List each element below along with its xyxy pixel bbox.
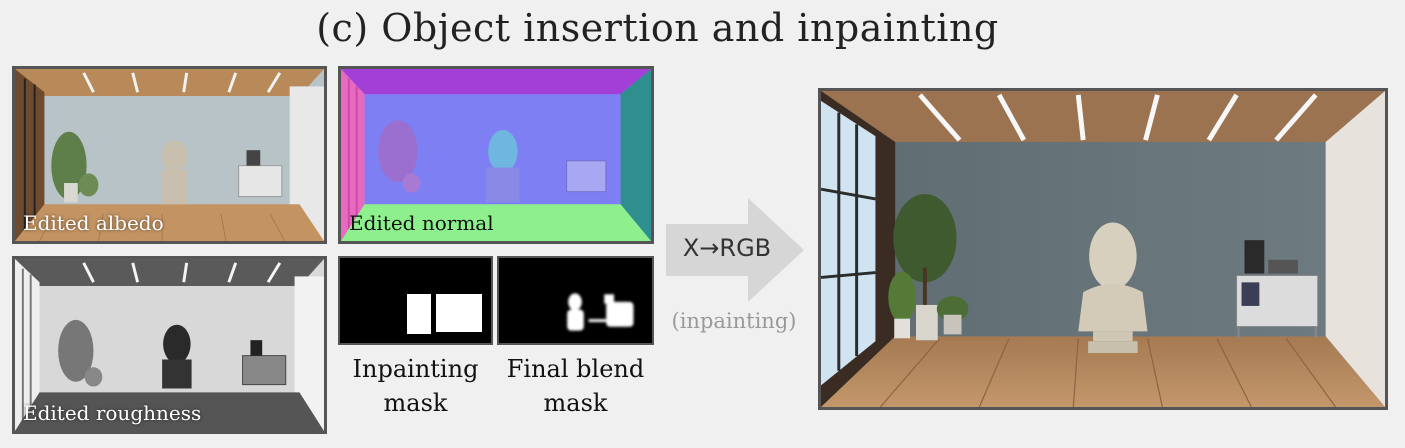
inpainting-mask-caption: Inpainting mask — [338, 352, 493, 420]
caption-line-2: mask — [543, 389, 608, 417]
roughness-panel: Edited roughness — [12, 256, 327, 434]
inpainting-sublabel: (inpainting) — [671, 309, 797, 333]
normal-panel: Edited normal — [338, 66, 654, 244]
final-blend-mask-caption: Final blend mask — [497, 352, 654, 420]
caption-line-1: Inpainting — [352, 355, 479, 383]
roughness-label: Edited roughness — [23, 401, 202, 425]
figure-title: (c) Object insertion and inpainting — [316, 6, 999, 50]
mask-region-right — [436, 294, 482, 332]
caption-line-2: mask — [383, 389, 448, 417]
inpainting-mask — [338, 256, 493, 345]
albedo-image — [15, 69, 324, 241]
normal-image — [341, 69, 651, 241]
blend-mask-shape — [567, 293, 634, 331]
albedo-label: Edited albedo — [23, 211, 164, 235]
albedo-panel: Edited albedo — [12, 66, 327, 244]
xrgb-label: X→RGB — [682, 234, 772, 262]
caption-line-1: Final blend — [506, 355, 645, 383]
arrow-right-icon — [666, 198, 804, 302]
mask-region-left — [407, 294, 431, 334]
result-panel — [818, 88, 1388, 410]
final-blend-mask — [497, 256, 654, 345]
roughness-image — [15, 259, 324, 431]
result-image — [821, 91, 1385, 407]
normal-label: Edited normal — [349, 211, 494, 235]
